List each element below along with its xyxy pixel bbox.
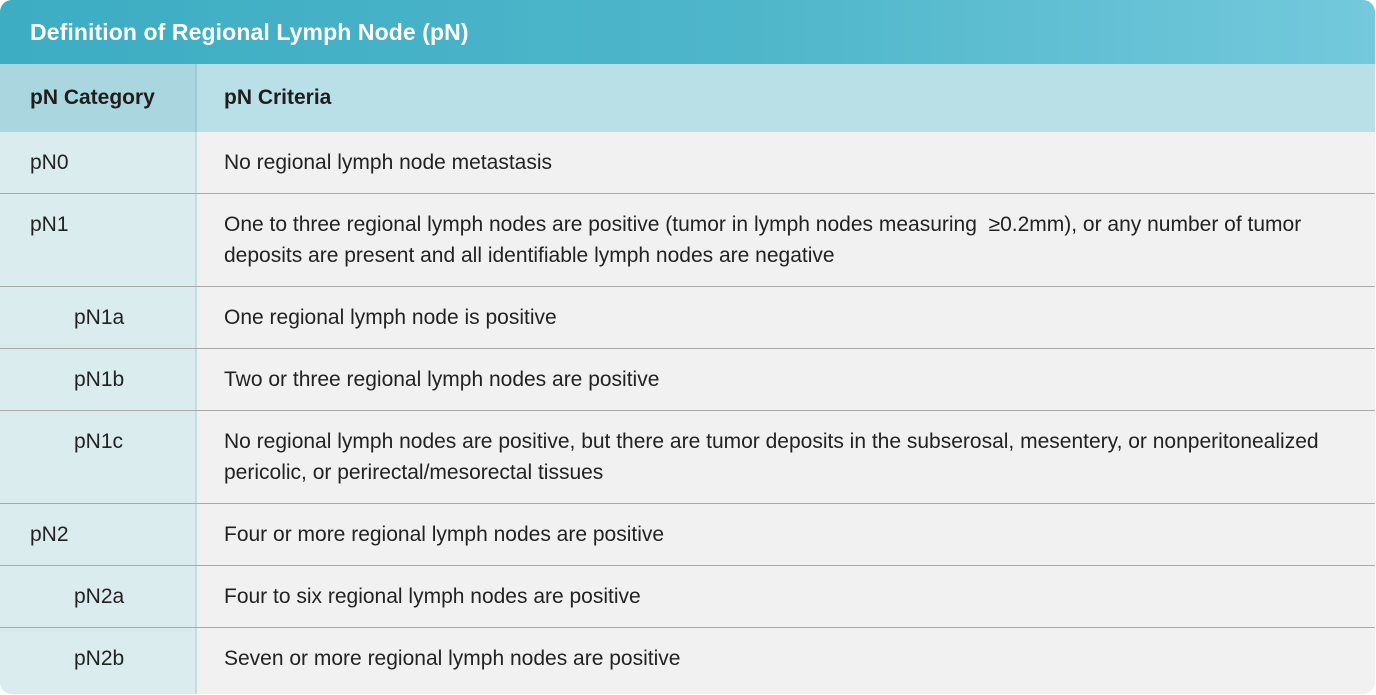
criteria-cell: No regional lymph nodes are positive, bu… <box>197 411 1375 503</box>
table-body: pN0 No regional lymph node metastasis pN… <box>0 132 1375 694</box>
category-cell: pN2 <box>0 504 197 565</box>
table-row: pN1a One regional lymph node is positive <box>0 287 1375 349</box>
criteria-cell: Four or more regional lymph nodes are po… <box>197 504 1375 565</box>
table-row: pN1b Two or three regional lymph nodes a… <box>0 349 1375 411</box>
criteria-cell: Seven or more regional lymph nodes are p… <box>197 628 1375 694</box>
header-criteria: pN Criteria <box>224 86 332 109</box>
subcategory-cell: pN2a <box>0 566 197 627</box>
table-title: Definition of Regional Lymph Node (pN) <box>30 18 469 45</box>
table-row: pN2b Seven or more regional lymph nodes … <box>0 628 1375 694</box>
table-row: pN2a Four to six regional lymph nodes ar… <box>0 566 1375 628</box>
table-title-bar: Definition of Regional Lymph Node (pN) <box>0 0 1375 64</box>
category-cell: pN1 <box>0 194 197 286</box>
subcategory-cell: pN1a <box>0 287 197 348</box>
header-category: pN Category <box>0 64 197 132</box>
criteria-cell: Four to six regional lymph nodes are pos… <box>197 566 1375 627</box>
subcategory-cell: pN1c <box>0 411 197 503</box>
table-row: pN1 One to three regional lymph nodes ar… <box>0 194 1375 287</box>
criteria-cell: One to three regional lymph nodes are po… <box>197 194 1375 286</box>
category-cell: pN0 <box>0 132 197 193</box>
table-header-row: pN Category pN Criteria <box>0 64 1375 132</box>
table-row: pN1c No regional lymph nodes are positiv… <box>0 411 1375 504</box>
subcategory-cell: pN1b <box>0 349 197 410</box>
criteria-cell: Two or three regional lymph nodes are po… <box>197 349 1375 410</box>
criteria-cell: One regional lymph node is positive <box>197 287 1375 348</box>
subcategory-cell: pN2b <box>0 628 197 694</box>
table-row: pN2 Four or more regional lymph nodes ar… <box>0 504 1375 566</box>
table-row: pN0 No regional lymph node metastasis <box>0 132 1375 194</box>
criteria-cell: No regional lymph node metastasis <box>197 132 1375 193</box>
